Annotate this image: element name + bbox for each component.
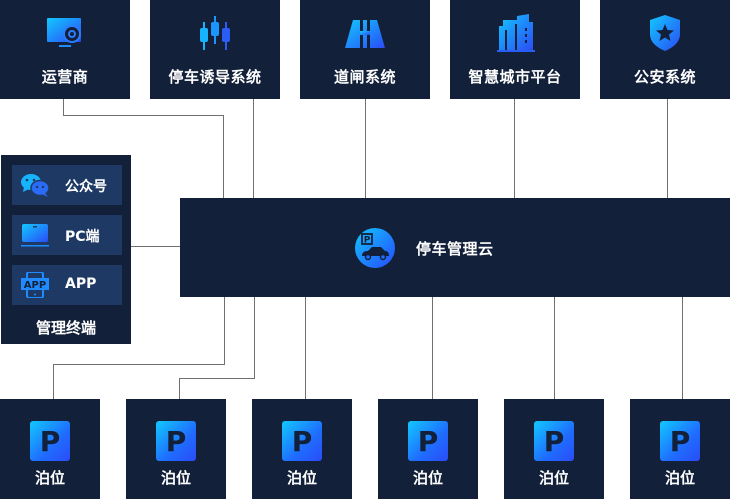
node-barrier-gate: 道闸系统	[300, 0, 430, 99]
connector-line	[305, 297, 306, 399]
node-label: 泊位	[412, 469, 443, 487]
connector-line	[224, 297, 225, 364]
terminal-title: 管理终端	[35, 319, 96, 337]
terminal-item-label: PC端	[65, 229, 100, 245]
connector-line	[254, 297, 255, 378]
parking-p-glyph: P	[165, 425, 187, 458]
connector-line	[514, 99, 515, 198]
connector-line	[131, 246, 180, 247]
parking-p-glyph: P	[417, 425, 439, 458]
app-badge-text: APP	[24, 280, 46, 291]
connector-line	[53, 364, 225, 365]
node-public-security: 公安系统	[600, 0, 730, 99]
connector-line	[432, 297, 433, 399]
hub-label: 停车管理云	[416, 240, 494, 258]
node-parking-space: P 泊位	[630, 399, 730, 499]
node-label: 运营商	[41, 68, 89, 86]
node-label: 泊位	[664, 469, 695, 487]
candlestick-icon	[200, 16, 230, 50]
node-parking-space: P 泊位	[378, 399, 478, 499]
parking-p-icon: P	[156, 421, 196, 461]
node-label: 智慧城市平台	[468, 68, 562, 86]
node-label: 泊位	[538, 469, 569, 487]
parking-p-icon: P	[30, 421, 70, 461]
connector-line	[682, 297, 683, 399]
parking-p-icon: P	[660, 421, 700, 461]
parking-p-glyph: P	[543, 425, 565, 458]
node-parking-space: P 泊位	[0, 399, 100, 499]
management-terminal-panel: 公众号 PC端 APP APP 管理终端	[1, 155, 131, 344]
connector-line	[253, 99, 254, 198]
connector-line	[63, 99, 64, 115]
shield-star-icon	[650, 15, 680, 51]
terminal-item-app[interactable]: APP APP	[12, 265, 122, 305]
terminal-item-label: 公众号	[65, 179, 107, 195]
connector-line	[179, 378, 180, 399]
app-phone-icon: APP	[21, 272, 49, 298]
road-barrier-icon	[345, 20, 385, 48]
parking-car-icon: P	[355, 228, 395, 268]
connector-line	[179, 378, 255, 379]
node-parking-space: P 泊位	[252, 399, 352, 499]
node-smart-city: 智慧城市平台	[450, 0, 580, 99]
terminal-item-pc[interactable]: PC端	[12, 215, 122, 255]
node-label: 泊位	[286, 469, 317, 487]
laptop-icon	[21, 224, 49, 247]
node-label: 泊位	[160, 469, 191, 487]
connector-line	[223, 115, 224, 198]
connector-line	[53, 364, 54, 399]
connector-line	[667, 99, 668, 198]
svg-text:P: P	[364, 236, 371, 246]
node-parking-space: P 泊位	[126, 399, 226, 499]
terminal-item-label: APP	[65, 276, 97, 292]
node-label: 泊位	[34, 469, 65, 487]
parking-p-glyph: P	[669, 425, 691, 458]
connector-line	[365, 99, 366, 198]
node-parking-space: P 泊位	[504, 399, 604, 499]
node-label: 公安系统	[633, 68, 696, 86]
node-operator: 运营商	[0, 0, 130, 99]
connector-line	[554, 297, 555, 399]
node-label: 停车诱导系统	[168, 68, 262, 86]
wechat-icon	[21, 174, 50, 197]
parking-p-icon: P	[534, 421, 574, 461]
node-label: 道闸系统	[333, 68, 396, 86]
parking-p-glyph: P	[291, 425, 313, 458]
node-parking-guidance: 停车诱导系统	[150, 0, 280, 99]
city-buildings-icon	[497, 14, 535, 52]
parking-p-icon: P	[408, 421, 448, 461]
parking-p-glyph: P	[39, 425, 61, 458]
connector-line	[63, 115, 224, 116]
monitor-gear-icon	[47, 18, 81, 47]
terminal-item-wechat[interactable]: 公众号	[12, 165, 122, 205]
parking-cloud-hub: P 停车管理云	[180, 198, 730, 297]
parking-p-icon: P	[282, 421, 322, 461]
